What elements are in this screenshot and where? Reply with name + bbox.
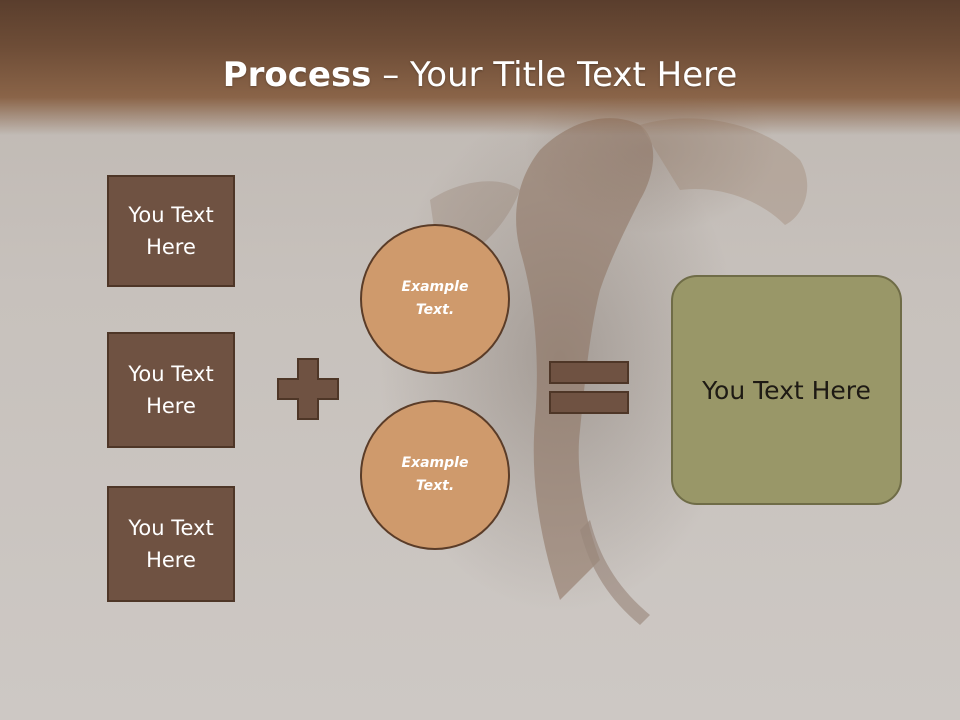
example-circle-2[interactable]: Example Text. <box>360 400 510 550</box>
input-box-3[interactable]: You Text Here <box>107 486 235 602</box>
example-circle-label: Example Text. <box>401 455 469 494</box>
input-box-2[interactable]: You Text Here <box>107 332 235 448</box>
input-box-label: You Text Here <box>128 362 214 418</box>
plus-icon <box>277 358 339 420</box>
equals-icon <box>549 361 629 414</box>
result-label: You Text Here <box>702 375 871 405</box>
example-circle-label: Example Text. <box>401 279 469 318</box>
title-rest: – Your Title Text Here <box>371 55 738 95</box>
title-bold: Process <box>222 55 372 95</box>
slide-title: Process – Your Title Text Here <box>0 52 960 98</box>
input-box-1[interactable]: You Text Here <box>107 175 235 287</box>
title-bar <box>0 0 960 135</box>
example-circle-1[interactable]: Example Text. <box>360 224 510 374</box>
input-box-label: You Text Here <box>128 203 214 259</box>
result-box[interactable]: You Text Here <box>671 275 902 505</box>
input-box-label: You Text Here <box>128 516 214 572</box>
